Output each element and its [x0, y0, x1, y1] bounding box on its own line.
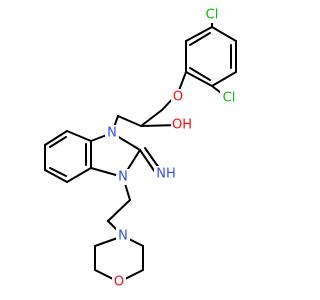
atom-n-morpholine: N — [116, 228, 130, 244]
atom-o-morpholine: O — [112, 274, 126, 290]
cl-label: Cl — [223, 91, 236, 106]
bond — [44, 130, 68, 146]
bond — [44, 169, 68, 183]
atom-imine: NH — [154, 166, 178, 182]
oh-label: OH — [172, 118, 192, 133]
bond — [139, 149, 156, 173]
bond — [189, 32, 211, 46]
atom-labels: Cl Cl O OH N N NH N — [105, 7, 238, 290]
o-label: O — [173, 90, 183, 105]
cl-label: Cl — [206, 8, 219, 23]
bond — [66, 167, 92, 183]
atom-n-upper: N — [105, 125, 119, 141]
atom-o-ether: O — [171, 89, 185, 105]
bond — [140, 109, 163, 127]
bond — [185, 71, 213, 87]
n-label: N — [118, 170, 128, 185]
atom-cl-mid: Cl — [220, 90, 238, 106]
atom-oh: OH — [171, 117, 193, 133]
bond — [189, 67, 211, 81]
bond — [49, 136, 67, 148]
atom-cl-top: Cl — [203, 7, 221, 23]
bond — [211, 26, 237, 42]
bond — [49, 167, 67, 177]
molecule-structure: Cl Cl O OH N N NH N — [44, 7, 238, 290]
atom-n-lower: N — [116, 169, 130, 185]
n-label: N — [118, 229, 128, 244]
o-label: O — [114, 275, 124, 290]
nh-label: NH — [156, 167, 176, 182]
bond — [144, 147, 160, 169]
bonds — [44, 15, 237, 283]
bond — [117, 115, 142, 127]
bond — [107, 199, 131, 222]
bond — [211, 71, 237, 87]
n-label: N — [107, 126, 117, 141]
bond — [185, 26, 213, 42]
bond — [66, 130, 92, 142]
